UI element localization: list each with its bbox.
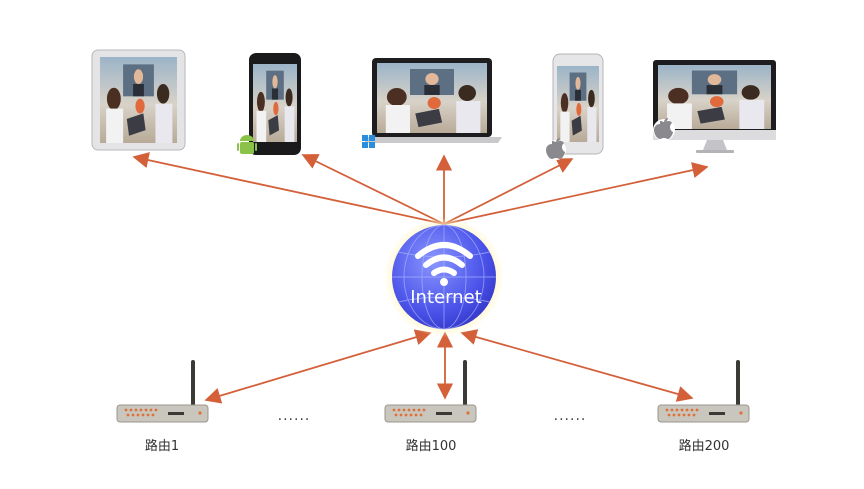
device-laptop [362, 58, 502, 148]
router-1: 路由1 [116, 360, 209, 454]
router-200-label: 路由200 [679, 438, 730, 454]
arrow-router-1 [204, 329, 432, 404]
device-ios-phone [546, 53, 604, 160]
windows-icon [362, 135, 375, 148]
android-icon [237, 135, 257, 154]
arrow-to-android-phone [301, 154, 445, 225]
ellipsis-right: ...... [554, 408, 587, 424]
apple-icon [546, 138, 566, 160]
hub-label: Internet [410, 287, 481, 308]
arrow-to-monitor [443, 162, 709, 225]
arrows-up [132, 152, 709, 225]
apple-icon [653, 118, 675, 141]
arrows-down [204, 329, 694, 404]
arrow-to-ios-phone [443, 158, 574, 225]
arrow-router-200 [460, 329, 694, 402]
internet-hub: Internet [384, 217, 504, 337]
ellipsis-left: ...... [278, 408, 311, 424]
router-200: 路由200 [657, 360, 750, 454]
router-100-label: 路由100 [406, 438, 457, 454]
router-1-label: 路由1 [145, 438, 179, 454]
device-android-phone [237, 53, 301, 155]
wifi-icon [415, 242, 473, 286]
router-100: 路由100 [384, 360, 477, 454]
device-monitor [653, 60, 776, 153]
arrow-to-tablet [132, 152, 445, 225]
device-tablet [91, 49, 186, 151]
